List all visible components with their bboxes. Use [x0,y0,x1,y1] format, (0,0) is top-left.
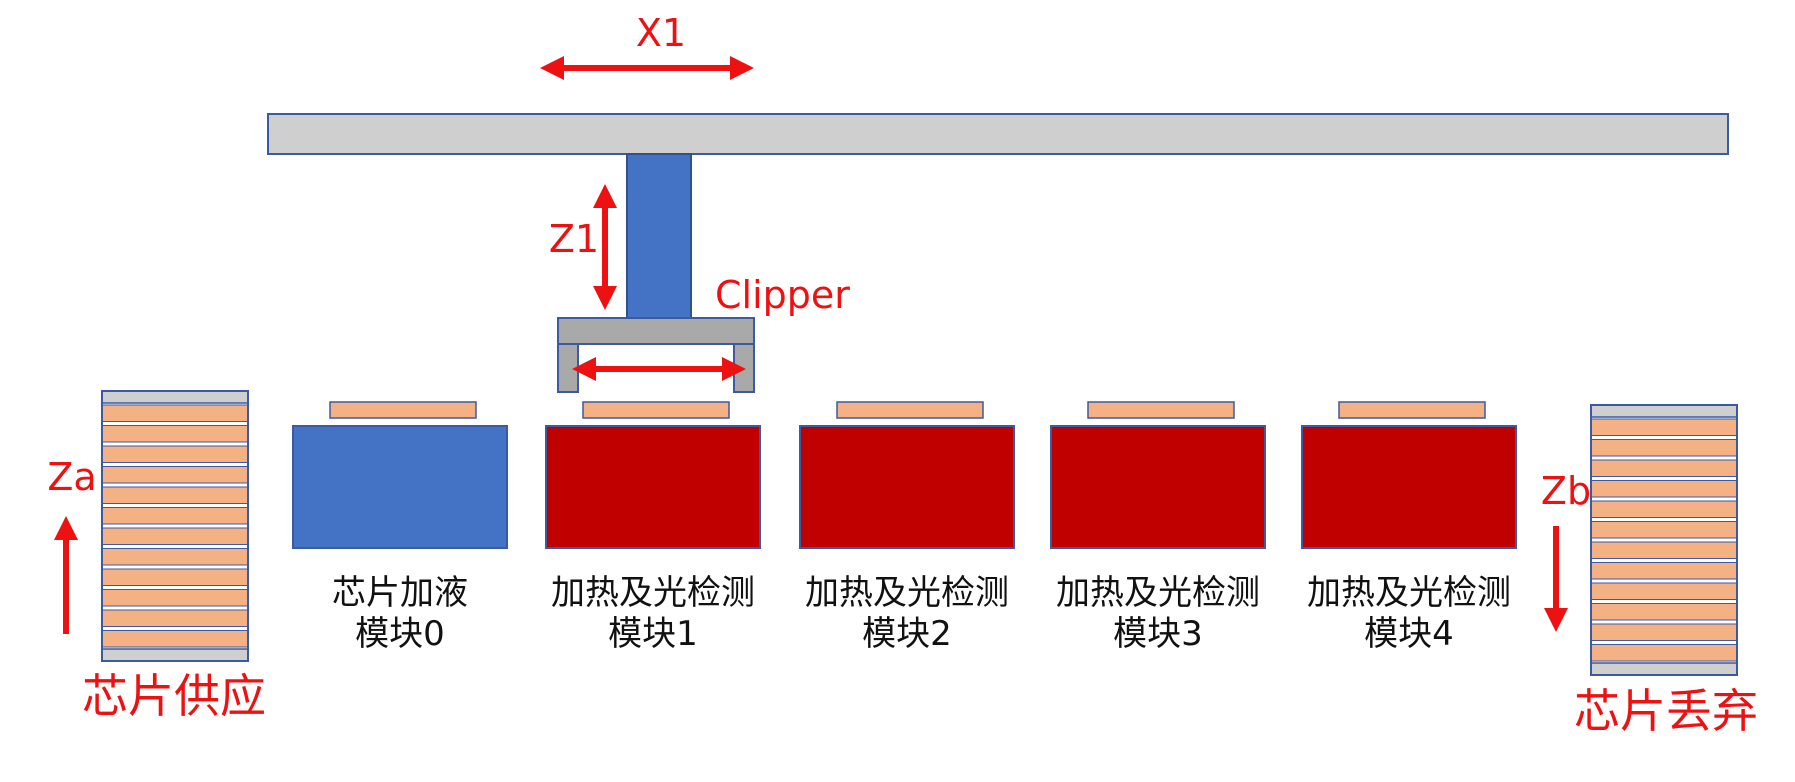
module-1-block [545,425,761,549]
module-1-chip [582,401,730,419]
module-2-label-line1: 加热及光检测 [805,573,1009,613]
supply-stack-chip [101,609,249,627]
module-3-label-line2: 模块3 [1113,614,1203,654]
clipper-label: Clipper [715,273,850,317]
discard-stack-chip [1590,418,1738,436]
supply-stack-chip [101,527,249,545]
discard-stack-chip [1590,582,1738,600]
discard-stack-chip [1590,603,1738,621]
chip-discard-stack [1590,404,1738,676]
supply-stack-chip [101,630,249,648]
module-0-block [292,425,508,549]
gantry-rail [267,113,1729,155]
supply-stack-chip [101,589,249,607]
module-2-block [799,425,1015,549]
modules-group: 芯片加液模块0加热及光检测模块1加热及光检测模块2加热及光检测模块3加热及光检测… [292,401,1517,654]
supply-stack-chip [101,486,249,504]
gripper-left-finger [557,343,579,393]
discard-stack-chip [1590,644,1738,662]
discard-stack-chip [1590,562,1738,580]
za-label: Za [47,455,96,499]
gantry-arm [626,153,692,319]
module-3-block [1050,425,1266,549]
supply-stack-chip [101,445,249,463]
z1-label: Z1 [549,217,599,261]
module-4-label-line2: 模块4 [1364,614,1454,654]
supply-stack-chip [101,548,249,566]
supply-stack-chip [101,425,249,443]
module-1-label-line2: 模块1 [608,614,698,654]
supply-stack-top-plate [101,390,249,404]
discard-stack-chip [1590,459,1738,477]
module-2-label-line2: 模块2 [862,614,952,654]
discard-stack-chip [1590,521,1738,539]
discard-stack-chip [1590,500,1738,518]
discard-stack-chip [1590,623,1738,641]
discard-label: 芯片丢弃 [1574,684,1758,738]
module-0-chip [329,401,477,419]
gripper-bar [557,317,755,345]
discard-stack-chip [1590,480,1738,498]
discard-stack-chip [1590,439,1738,457]
supply-label: 芯片供应 [82,669,266,723]
supply-stack-chip [101,568,249,586]
chip-supply-stack [101,390,249,662]
supply-stack-frame [101,390,249,662]
module-2-chip [836,401,984,419]
gripper-right-finger [733,343,755,393]
zb-label: Zb [1541,469,1591,513]
x1-label: X1 [636,11,686,55]
module-0-label-line1: 芯片加液 [332,573,468,613]
module-3-chip [1087,401,1235,419]
module-4-label-line1: 加热及光检测 [1307,573,1511,613]
supply-stack-bottom-plate [101,648,249,662]
module-4-block [1301,425,1517,549]
discard-stack-bottom-plate [1590,662,1738,676]
module-0-label-line2: 模块0 [355,614,445,654]
supply-stack-chip [101,507,249,525]
discard-stack-top-plate [1590,404,1738,418]
module-1-label-line1: 加热及光检测 [551,573,755,613]
supply-stack-chip [101,404,249,422]
discard-stack-frame [1590,404,1738,676]
discard-stack-chip [1590,541,1738,559]
module-4-chip [1338,401,1486,419]
supply-stack-chip [101,466,249,484]
module-3-label-line1: 加热及光检测 [1056,573,1260,613]
